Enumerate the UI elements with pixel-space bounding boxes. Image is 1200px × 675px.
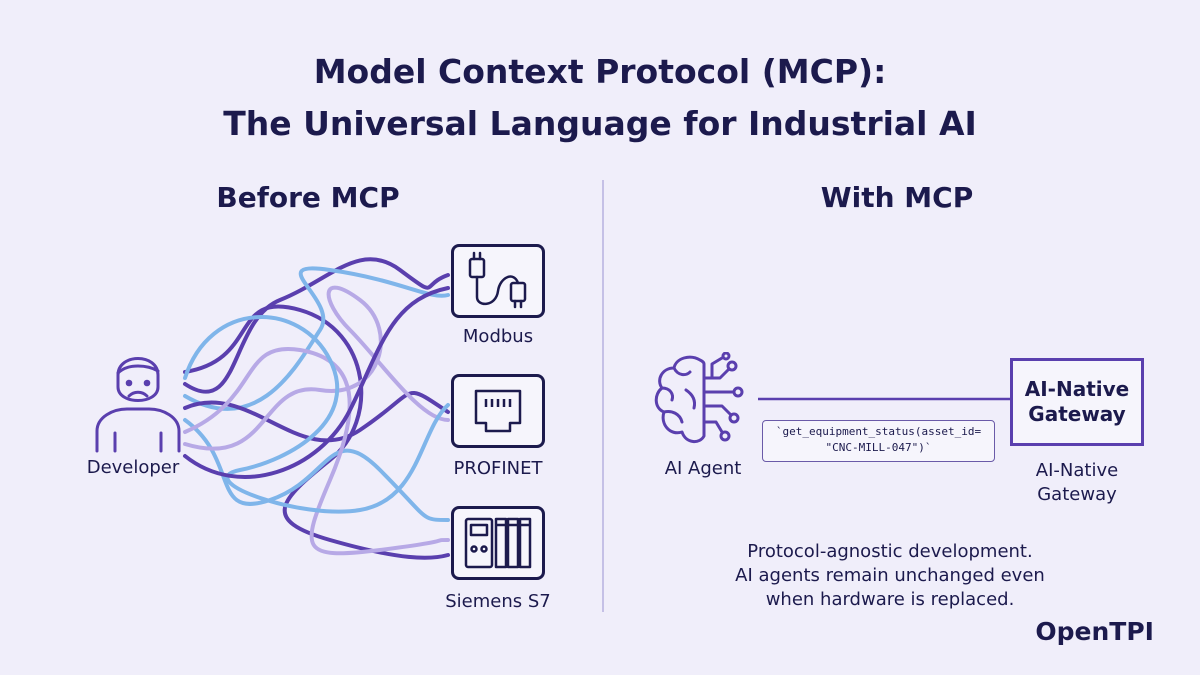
- wire: [183, 315, 450, 514]
- section-divider: [602, 180, 604, 612]
- opentpi-logo: OpenTPI: [1035, 617, 1154, 646]
- with-mcp-heading: With MCP: [820, 181, 974, 214]
- wire: [183, 391, 450, 443]
- ai-agent-label: AI Agent: [664, 458, 742, 479]
- mcp-call-line-1: `get_equipment_status(asset_id=: [775, 425, 982, 438]
- profinet-label: PROFINET: [453, 458, 543, 479]
- wire: [183, 286, 450, 479]
- modbus-box: [451, 244, 545, 318]
- ai-native-gateway-label: AI-Native Gateway: [1035, 460, 1119, 505]
- diagram-title-line-2: The Universal Language for Industrial AI: [223, 104, 977, 143]
- mcp-benefit-note: Protocol-agnostic development. AI agents…: [735, 541, 1045, 610]
- profinet-box: [451, 374, 545, 448]
- ai-native-gateway-box: AI-Native Gateway: [1010, 358, 1144, 446]
- brain-circuit-icon: [654, 352, 744, 443]
- modbus-label: Modbus: [462, 326, 534, 347]
- siemens-s7-box: [451, 506, 545, 580]
- wire: [183, 266, 450, 411]
- wire: [183, 346, 450, 556]
- wire: [183, 285, 450, 451]
- developer-label: Developer: [86, 457, 180, 478]
- mcp-call-line-2: "CNC-MILL-047")`: [825, 441, 932, 454]
- diagram-title-line-1: Model Context Protocol (MCP):: [313, 52, 887, 91]
- developer-icon: [95, 357, 181, 453]
- plc-icon: [464, 517, 532, 569]
- before-mcp-heading: Before MCP: [216, 181, 400, 214]
- mcp-call-box: `get_equipment_status(asset_id= "CNC-MIL…: [762, 420, 995, 462]
- siemens-s7-label: Siemens S7: [445, 591, 551, 612]
- serial-cable-icon: [468, 251, 527, 309]
- wire: [183, 257, 450, 394]
- ethernet-port-icon: [474, 389, 522, 433]
